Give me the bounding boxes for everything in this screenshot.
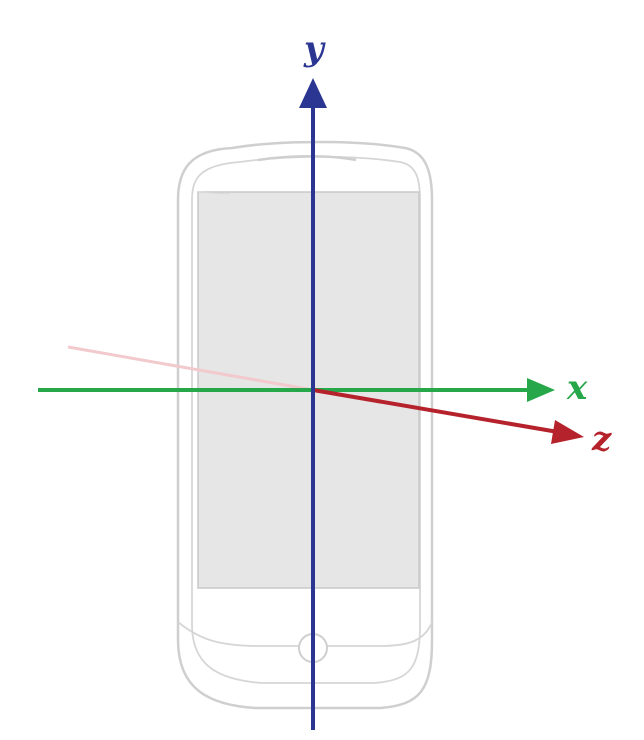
- y-axis: [299, 78, 327, 730]
- z-axis: [312, 388, 584, 444]
- z-axis-label: z: [591, 419, 612, 459]
- x-axis-arrowhead: [527, 378, 555, 402]
- x-axis-label: x: [566, 368, 588, 408]
- x-axis: [38, 378, 555, 402]
- y-axis-arrowhead: [299, 78, 327, 108]
- phone-lower-bezel-line: [177, 621, 433, 647]
- y-axis-label: y: [303, 29, 326, 69]
- phone-device: [176, 140, 434, 710]
- z-axis-line: [312, 388, 559, 434]
- phone-inner-outline: [191, 155, 421, 684]
- phone-screen-gloss-left: [197, 191, 231, 195]
- z-axis-arrowhead: [551, 420, 584, 444]
- z-axis-hidden-segment: [67, 345, 314, 392]
- phone-earpiece: [257, 155, 357, 162]
